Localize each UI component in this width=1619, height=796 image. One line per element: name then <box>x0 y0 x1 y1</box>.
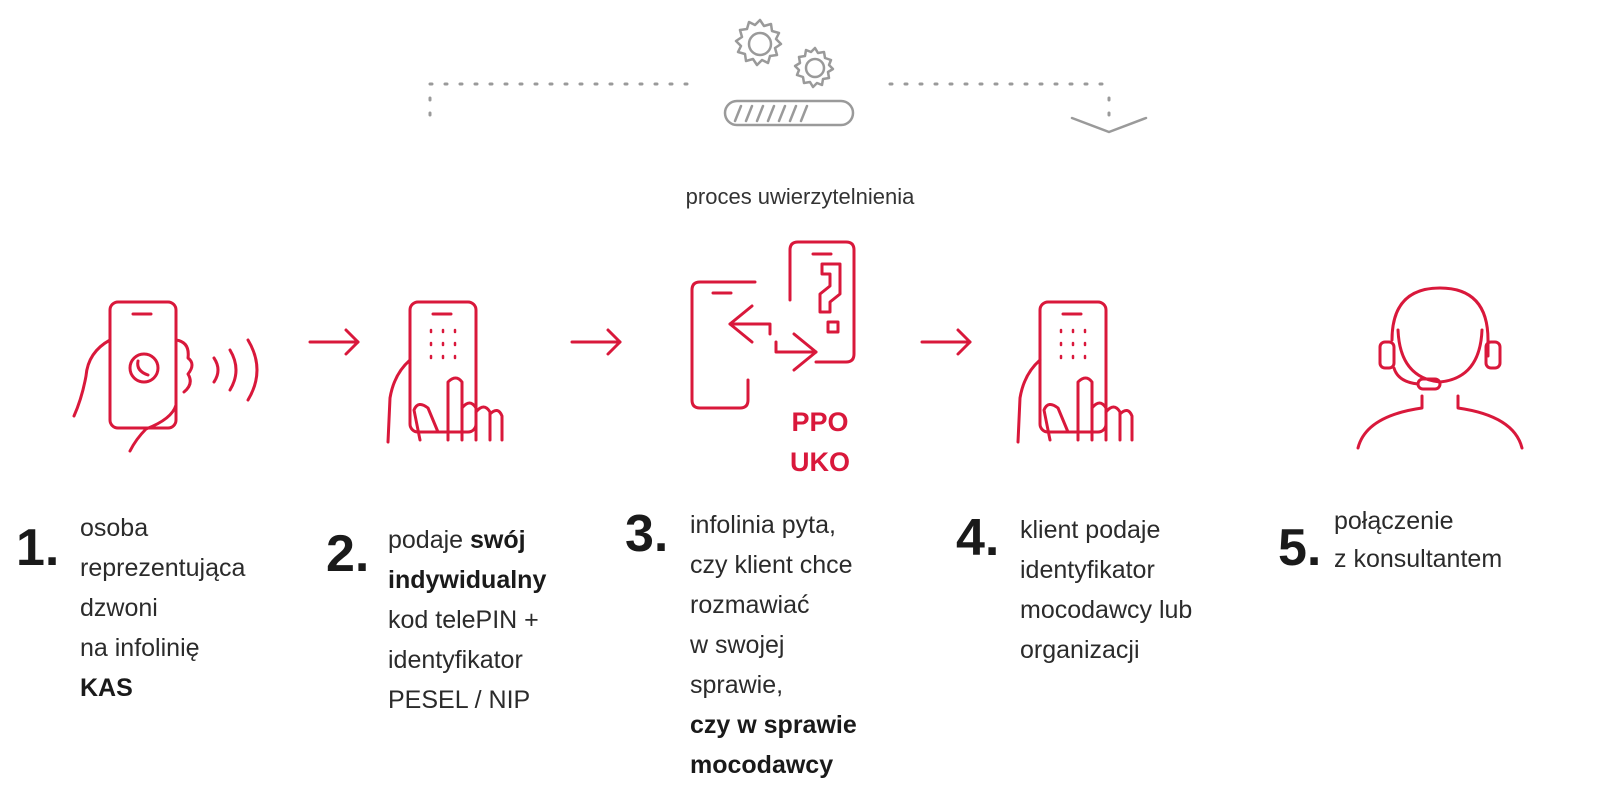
step-5-text: połączenie z konsultantem <box>1334 502 1502 578</box>
step-5-number: 5. <box>1278 519 1322 577</box>
process-label: proces uwierzytelnienia <box>685 184 915 209</box>
step-5-line: połączenie <box>1334 507 1454 535</box>
step-1-text: osoba reprezentująca dzwoni na infolinię… <box>80 508 245 708</box>
arrow-right-icon-3 <box>920 328 972 356</box>
arrow-right-icon-2 <box>570 328 622 356</box>
step-2-number: 2. <box>326 525 370 583</box>
step-2-prefix: podaje <box>388 526 471 554</box>
step-3-bold: czy w sprawie <box>690 711 857 739</box>
uko-label: UKO <box>790 447 850 477</box>
step-1-line: dzwoni <box>80 594 158 622</box>
consultant-headset-icon <box>1356 286 1524 450</box>
step-4-line: identyfikator <box>1020 556 1155 584</box>
step-2-line: PESEL / NIP <box>388 686 531 714</box>
step-1-line: na infolinię <box>80 634 200 662</box>
keypad-hand-icon <box>386 300 504 444</box>
step-3-number: 3. <box>625 505 669 563</box>
step-2-bold: swój indywidualny <box>388 526 547 594</box>
step-1-number: 1. <box>16 519 60 577</box>
step-4-number: 4. <box>956 509 1000 567</box>
step-3-bold: mocodawcy <box>690 751 834 779</box>
step-1-line: osoba <box>80 514 149 542</box>
step-3-line: czy klient chce <box>690 551 853 579</box>
keypad-hand-icon-2 <box>1016 300 1134 444</box>
step-3-text: infolinia pyta, czy klient chce rozmawia… <box>690 505 857 785</box>
arrow-right-icon-1 <box>308 328 360 356</box>
step-3-line: rozmawiać <box>690 591 810 619</box>
step-1-line: reprezentująca <box>80 554 246 582</box>
progress-bar-icon <box>723 99 855 127</box>
step-4-line: mocodawcy lub <box>1020 596 1193 624</box>
step-2-line: kod telePIN + <box>388 606 539 634</box>
step-1-bold: KAS <box>80 674 133 702</box>
step-4-line: klient podaje <box>1020 516 1161 544</box>
step-3-line: infolinia pyta, <box>690 511 836 539</box>
step-3-line: sprawie, <box>690 671 784 699</box>
exchange-phones-icon <box>690 240 856 410</box>
phone-call-icon <box>72 300 259 453</box>
step-5-line: z konsultantem <box>1334 545 1503 573</box>
step-2-text: podaje swój indywidualny kod telePIN + i… <box>388 520 588 720</box>
gears-icon <box>734 18 835 89</box>
step-2-line: identyfikator <box>388 646 523 674</box>
step-4-line: organizacji <box>1020 636 1140 664</box>
step-3-line: w swojej <box>690 631 785 659</box>
ppo-label: PPO <box>791 407 849 437</box>
step-4-text: klient podaje identyfikator mocodawcy lu… <box>1020 510 1192 670</box>
ppo-uko-label: PPO UKO <box>760 402 880 482</box>
arrow-down-icon <box>1070 116 1148 134</box>
